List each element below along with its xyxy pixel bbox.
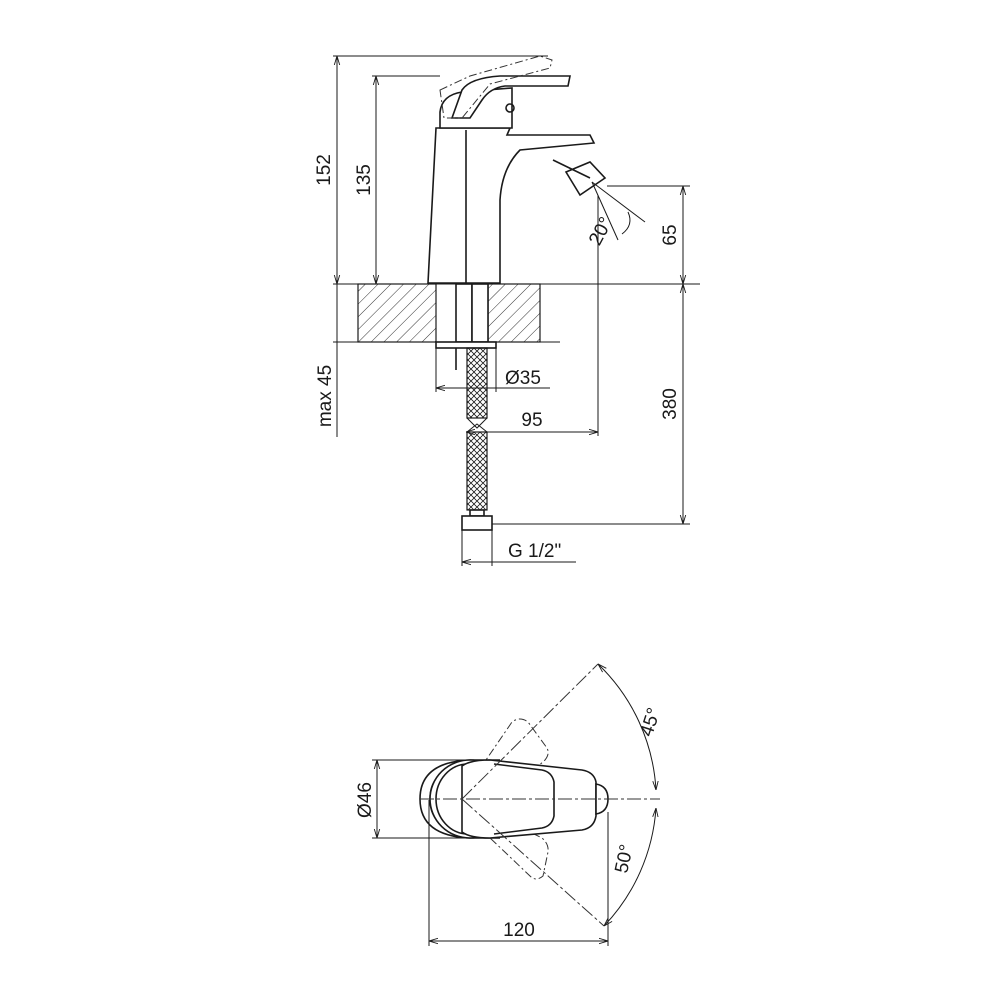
dim-deck-thickness: max 45	[315, 365, 336, 427]
lever-ghost-upper	[461, 718, 549, 813]
dim-lever-angle-bottom: 50°	[611, 843, 638, 875]
dim-overall-length: 120	[503, 920, 535, 941]
dim-connection-thread: G 1/2"	[508, 541, 561, 562]
lever-ghost-lower	[460, 798, 549, 880]
flexible-hose	[461, 347, 493, 531]
mounting-shank	[435, 283, 497, 370]
centerline-upper	[461, 663, 599, 800]
dim-height-total: 152	[314, 154, 335, 186]
side-view: 152 135 65 20° max 45 Ø35 95 380 G 1/2"	[314, 55, 700, 566]
centerline-lower	[461, 798, 605, 927]
dim-height-body: 135	[354, 164, 375, 196]
dim-lever-angle-top: 45°	[636, 705, 665, 739]
dimension-lines-side	[333, 55, 690, 566]
faucet-body	[427, 55, 607, 284]
arc-50	[604, 808, 656, 926]
deck-section	[333, 283, 700, 343]
top-view: Ø46 45° 50° 120	[355, 664, 665, 946]
dim-spray-angle: 20°	[585, 214, 617, 249]
dim-base-diameter: Ø46	[355, 782, 376, 818]
arc-45	[598, 664, 656, 790]
dim-spout-height: 65	[660, 224, 681, 245]
dim-hose-length: 380	[660, 388, 681, 420]
dim-spout-reach: 95	[521, 410, 542, 431]
dim-hole-diameter: Ø35	[505, 368, 541, 389]
